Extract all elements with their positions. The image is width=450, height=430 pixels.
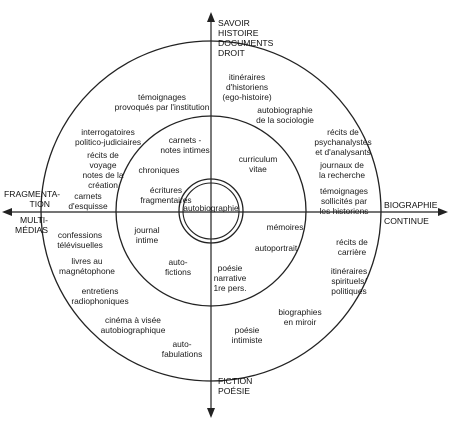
label-cinema-autobiographique: cinéma à visée autobiographique — [100, 315, 166, 335]
label-auto-fictions: auto- fictions — [164, 257, 192, 277]
arrow-up — [207, 12, 215, 22]
label-carnets-esquisse: carnets d'esquisse — [68, 191, 108, 211]
label-memoires: mémoires — [266, 222, 304, 232]
label-livres-magnetophone: livres au magnétophone — [59, 256, 115, 276]
label-recits-psychanalystes: récits de psychanalystes et d'analysants — [314, 127, 372, 157]
label-entretiens-radiophoniques: entretiens radiophoniques — [71, 286, 129, 306]
label-autobiographie-sociologie: autobiographie de la sociologie — [256, 105, 314, 125]
label-journaux-recherche: journaux de la recherche — [318, 160, 366, 180]
label-itineraires-historiens: itinéraires d'historiens (ego-histoire) — [222, 72, 272, 102]
label-carnets-notes: carnets - notes intimes — [160, 135, 210, 155]
label-auto-fabulations: auto- fabulations — [161, 339, 203, 359]
label-poesie-narrative: poésie narrative 1re pers. — [213, 263, 247, 293]
label-autoportrait: autoportrait — [254, 243, 298, 253]
axis-label-bottom: FICTION POÉSIE — [218, 376, 253, 396]
label-biographies-miroir: biographies en miroir — [278, 307, 322, 327]
label-confessions-televisuelles: confessions télévisuelles — [57, 230, 103, 250]
axis-label-left-lower: MULTI- MÉDIAS — [15, 215, 48, 235]
axis-label-top: SAVOIR HISTOIRE DOCUMENTS DROIT — [218, 18, 274, 58]
label-chroniques: chroniques — [138, 165, 180, 175]
label-poesie-intimiste: poésie intimiste — [231, 325, 263, 345]
label-temoignages-historiens: témoignages sollicités par les historien… — [319, 186, 369, 216]
axis-label-right-upper: BIOGRAPHIE — [384, 200, 438, 210]
axis-label-right-lower: CONTINUE — [384, 216, 429, 226]
label-interrogatoires: interrogatoires politico-judiciaires — [74, 127, 142, 147]
arrow-right — [438, 208, 448, 216]
label-recits-voyage: récits de voyage notes de la création — [82, 150, 124, 190]
axis-label-left-upper: FRAGMENTA- TION — [4, 189, 61, 209]
label-curriculum-vitae: curriculum vitae — [238, 154, 278, 174]
label-recits-carriere: récits de carrière — [336, 237, 368, 257]
arrow-down — [207, 408, 215, 418]
center-label: autobiographie — [183, 203, 239, 213]
label-itineraires-spirituels: itinéraires spirituels/ politiques — [330, 266, 368, 296]
label-temoignages-institution: témoignages provoqués par l'institution — [114, 92, 210, 112]
arrow-left — [2, 208, 12, 216]
label-journal-intime: journal intime — [134, 225, 160, 245]
label-ecritures-fragmentaires: écritures fragmentaires — [140, 185, 192, 205]
